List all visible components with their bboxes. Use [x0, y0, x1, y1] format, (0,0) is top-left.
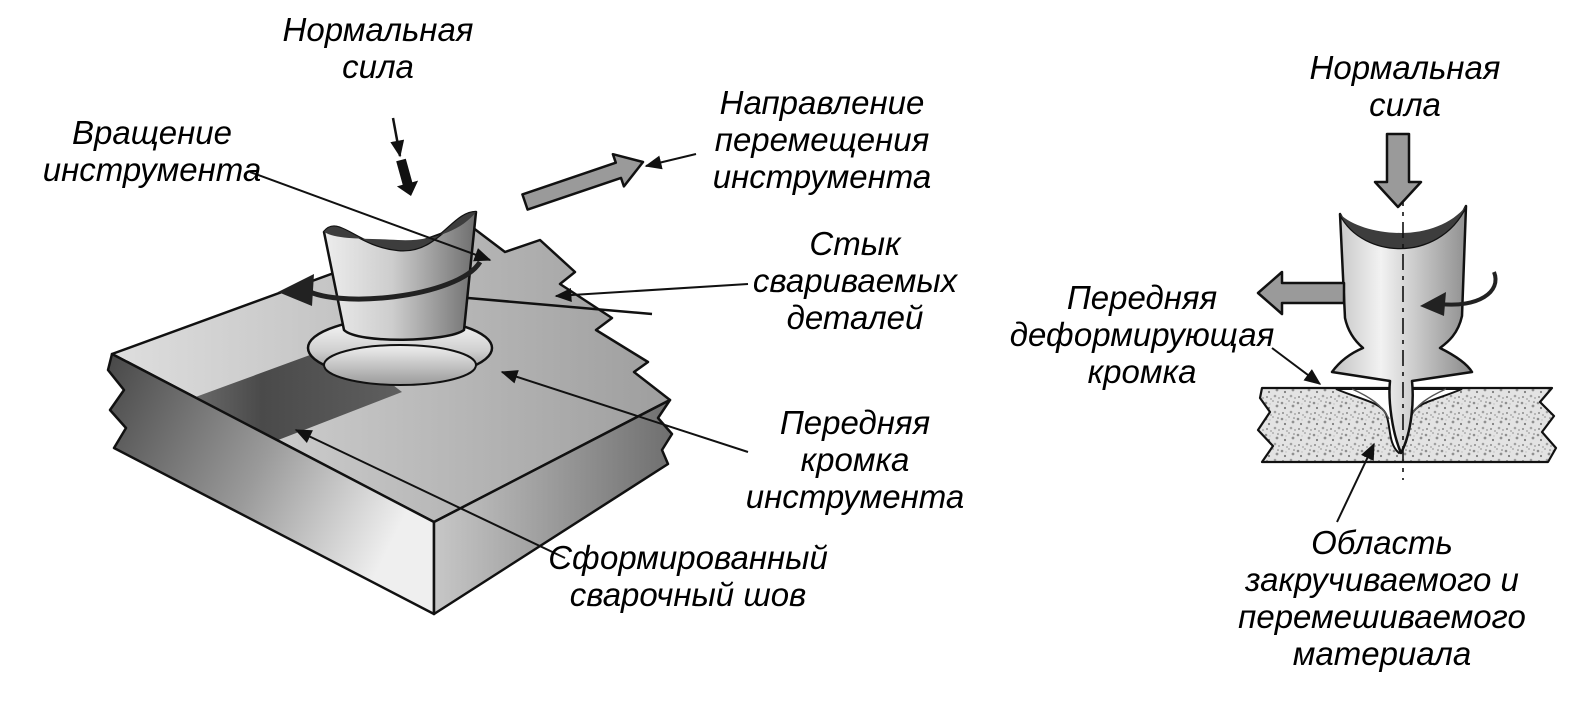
weld-seam-leader: [294, 429, 566, 559]
force-arrows-right: [1256, 132, 1423, 316]
leader-lines-left: [249, 171, 749, 559]
rotation-arc-right: [1439, 271, 1498, 307]
front-edge-leader: [500, 370, 749, 453]
normal-force-bold-arrow: [396, 158, 419, 196]
front-deforming-edge-leader: [1271, 347, 1322, 385]
tool-shoulder-lip: [323, 344, 477, 386]
tool-top-cavity: [324, 212, 476, 251]
traverse-arrow-right: [1256, 270, 1346, 316]
rotating-tool: [278, 210, 494, 386]
traverse-arrow: [521, 152, 645, 211]
normal-force-thin-arrow: [390, 117, 405, 158]
movement-leader-arrow: [644, 153, 697, 170]
rotation-arrowhead-right: [1420, 292, 1446, 316]
tool-section: [1330, 190, 1498, 480]
leader-lines-right: [1271, 347, 1375, 523]
rotation-arrowhead: [278, 274, 314, 306]
movement-arrows: [521, 152, 697, 211]
normal-force-arrows: [390, 117, 419, 196]
left-illustration: [106, 117, 749, 616]
plate-right-face: [432, 398, 674, 616]
stirred-area-leader: [1336, 442, 1375, 523]
tool-top-cavity-right: [1340, 206, 1466, 248]
joint-leader: [554, 283, 749, 303]
normal-force-arrow-right: [1373, 132, 1423, 209]
right-illustration: [1256, 132, 1558, 523]
joint-line: [467, 296, 653, 316]
rotation-leader: [249, 171, 492, 262]
rotation-arc: [301, 260, 483, 302]
flow-line-left: [1351, 388, 1390, 420]
